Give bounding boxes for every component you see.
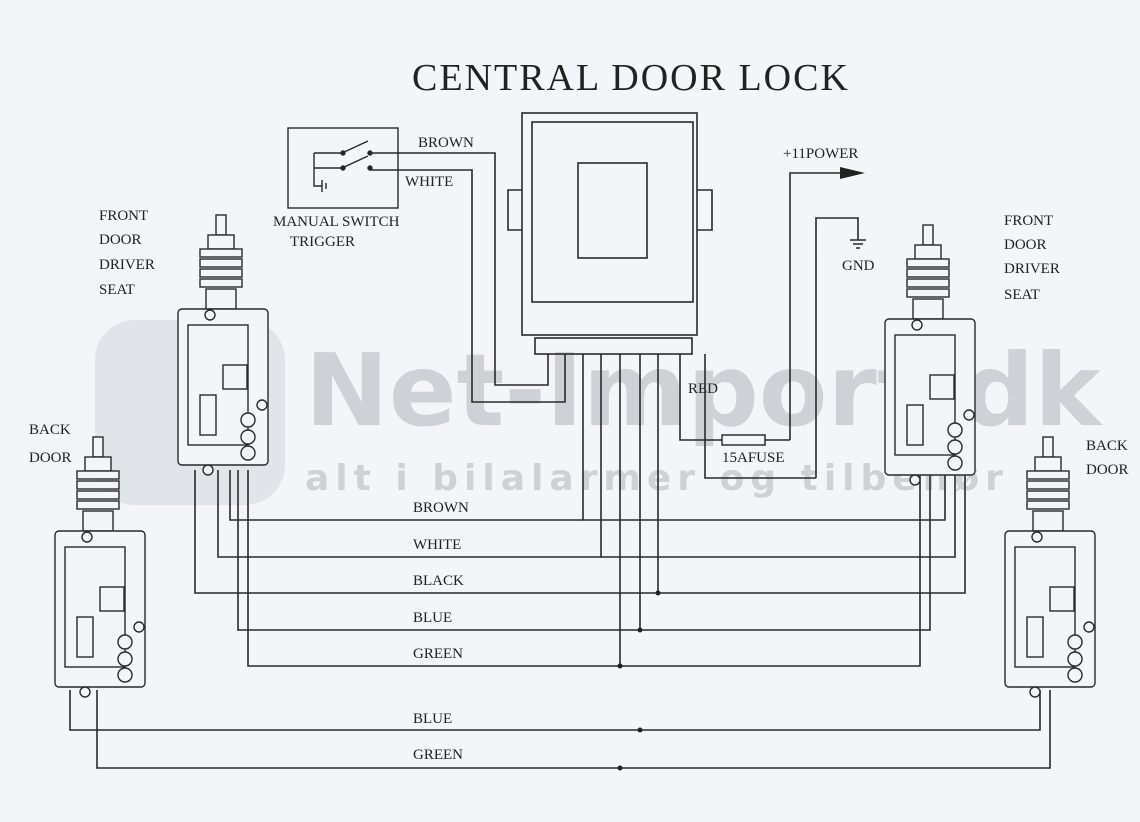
wire-label-black: BLACK [413,573,464,589]
svg-text:DRIVER: DRIVER [99,257,155,273]
svg-text:SEAT: SEAT [99,282,135,298]
svg-text:DRIVER: DRIVER [1004,261,1060,277]
wire-label-blue: BLUE [413,610,452,626]
switch-wire-white-label: WHITE [405,174,453,190]
gnd-label: GND [842,258,875,274]
label-front-right: FRONT DOOR DRIVER SEAT [1004,213,1060,303]
power-label: +11POWER [783,146,858,162]
svg-text:SEAT: SEAT [1004,287,1040,303]
wire-label-green-back: GREEN [413,747,463,763]
wire-label-white: WHITE [413,537,461,553]
actuator-back-right [1004,436,1096,698]
svg-text:FRONT: FRONT [1004,213,1053,229]
svg-text:BACK: BACK [29,422,71,438]
red-wire-label: RED [688,381,718,397]
svg-text:DOOR: DOOR [99,232,142,248]
switch-wire-brown-label: BROWN [418,135,474,151]
svg-text:DOOR: DOOR [1004,237,1047,253]
diagram-title: CENTRAL DOOR LOCK [412,57,850,99]
svg-text:DOOR: DOOR [1086,462,1129,478]
wire-label-green: GREEN [413,646,463,662]
label-back-left: BACK DOOR [29,422,72,466]
label-back-right: BACK DOOR [1086,438,1129,478]
actuator-front-right [884,224,976,486]
fuse-label: 15AFUSE [722,450,785,466]
switch-label-2: TRIGGER [290,234,355,250]
svg-text:FRONT: FRONT [99,208,148,224]
control-module [507,112,713,355]
wire-label-blue-back: BLUE [413,711,452,727]
label-front-left: FRONT DOOR DRIVER SEAT [99,208,155,298]
actuator-front-left [177,214,269,476]
fuse [721,434,766,446]
switch-label-1: MANUAL SWITCH [273,214,400,230]
wires [69,152,1051,771]
svg-text:BACK: BACK [1086,438,1128,454]
wire-label-brown: BROWN [413,500,469,516]
svg-text:DOOR: DOOR [29,450,72,466]
manual-switch [287,127,399,209]
